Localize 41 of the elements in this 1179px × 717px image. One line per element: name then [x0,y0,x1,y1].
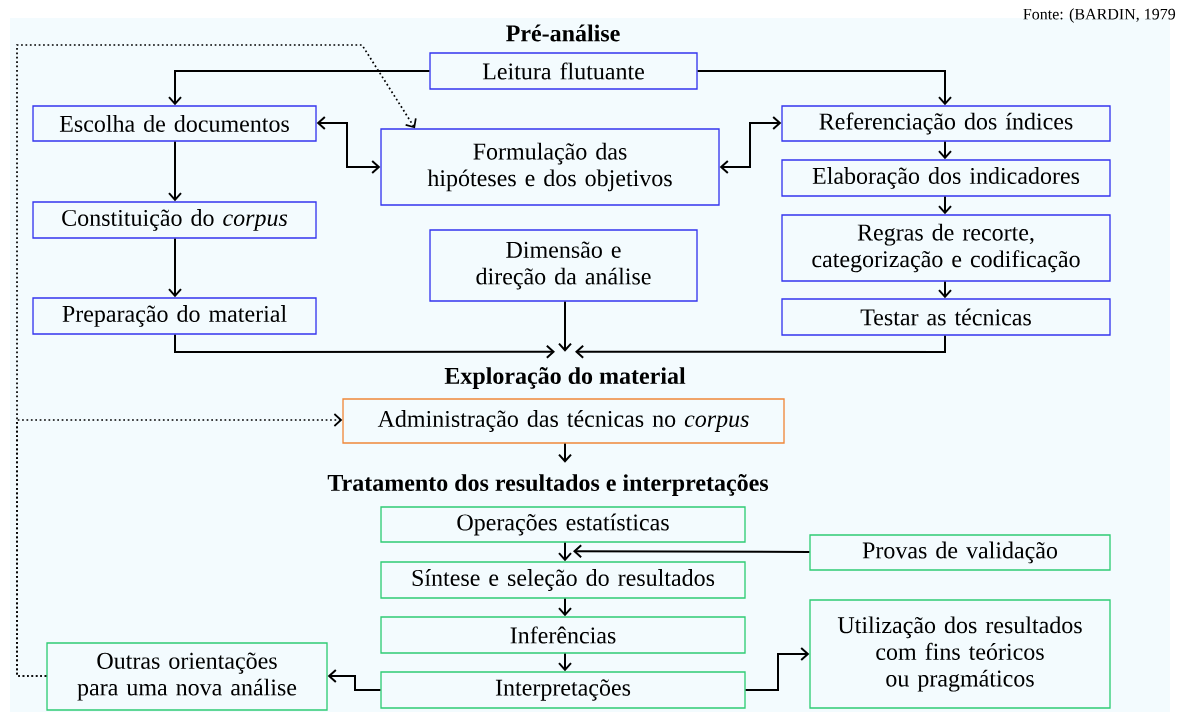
arrow [558,442,572,463]
arrow [744,647,810,691]
process-box: Escolha de documentos [32,105,317,142]
arrow [168,237,182,298]
arrow [938,280,952,299]
process-box: Preparação do material [32,297,317,335]
process-box: Constituição do corpus [32,201,317,239]
dotted-arrow [16,413,343,677]
arrow [719,116,782,174]
arrow [938,140,952,160]
arrow [573,544,811,559]
arrow [696,70,952,106]
process-box: Leitura flutuante [429,52,698,90]
process-box: Referenciação dos índices [781,105,1111,142]
process-box: Elaboração dos indicadores [781,159,1111,197]
source-note: Fonte: (BARDIN, 1979 [1023,8,1176,23]
arrow [327,669,382,691]
arrow [558,300,572,352]
arrow [168,70,431,106]
process-box: Administração das técnicas no corpus [342,398,785,444]
arrow [558,541,572,562]
arrow [575,334,946,359]
arrow [558,652,572,672]
arrow [316,116,381,174]
arrow [558,597,572,617]
process-box: Dimensão e direção da análise [429,229,698,302]
section-heading: Tratamento dos resultados e interpretações [327,474,769,496]
process-box: Formulação das hipóteses e dos objetivos [380,128,720,206]
process-box: Provas de validação [809,534,1111,571]
arrow [168,140,182,202]
process-box: Testar as técnicas [781,298,1111,336]
process-box: Operações estatísticas [380,506,746,543]
process-box: Utilização dos resultados com fins teóricos ou pragmáticos [809,599,1111,709]
arrow [174,333,555,359]
process-box: Regras de recorte, categorização e codificação [781,214,1111,282]
arrow [938,195,952,215]
section-heading: Exploração do material [444,367,686,389]
process-box: Inferências [380,616,746,654]
process-box: Interpretações [380,671,746,709]
process-box: Síntese e seleção do resultados [380,561,746,599]
process-box: Outras orientações para uma nova análise [46,642,328,711]
